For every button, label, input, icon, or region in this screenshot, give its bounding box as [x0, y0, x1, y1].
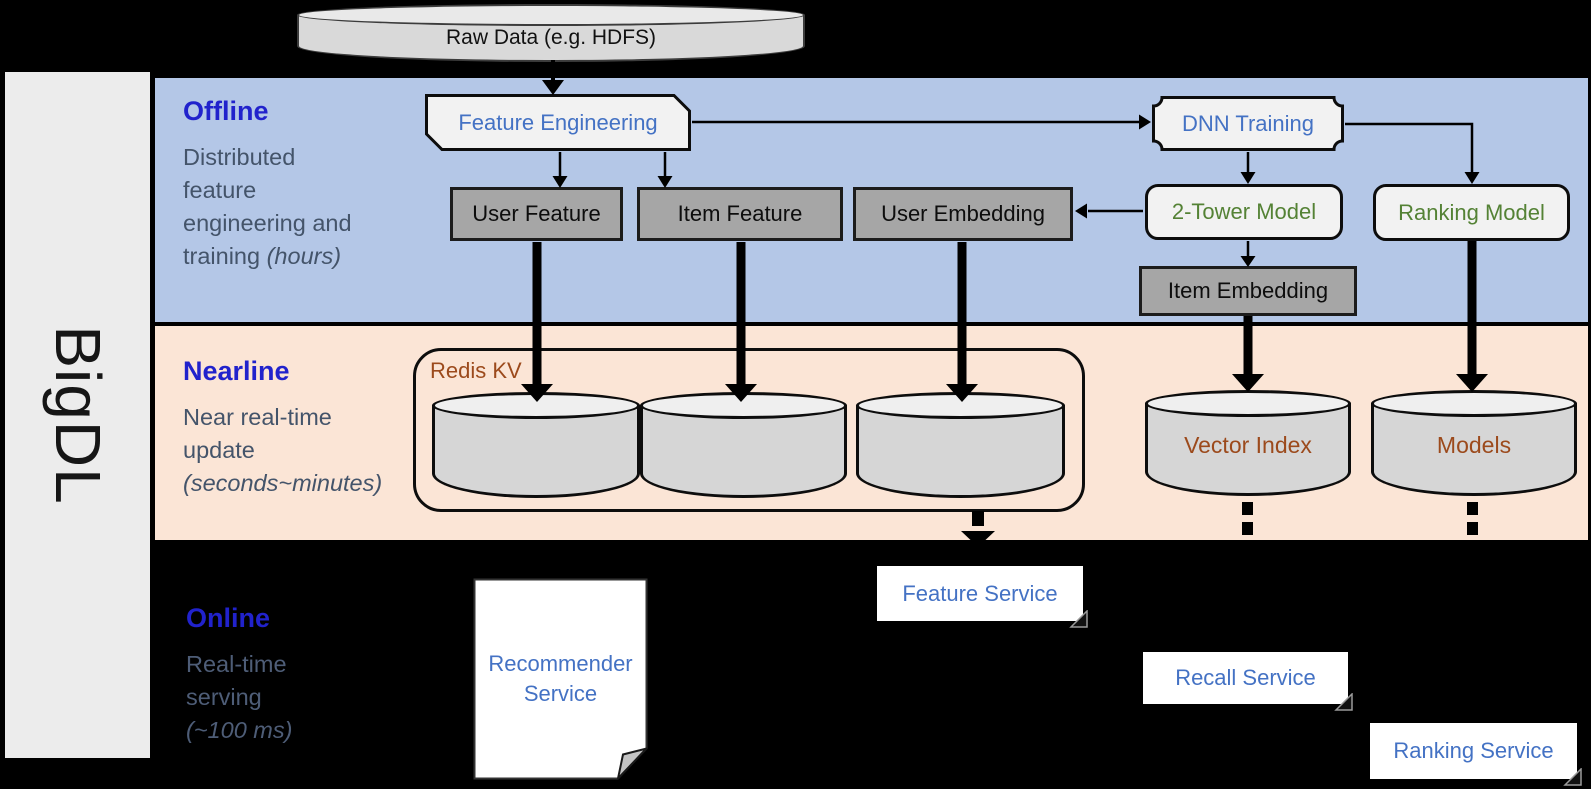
feature-engineering-label: Feature Engineering — [458, 109, 658, 135]
cylinder-top — [640, 392, 847, 419]
redis-shard-cylinder — [640, 392, 847, 498]
cylinder-top — [1145, 390, 1351, 417]
nearline-section-label: Nearline — [183, 356, 290, 386]
user-feature-label: User Feature — [472, 201, 601, 226]
two-tower-model-node: 2-Tower Model — [1145, 184, 1343, 240]
nearline-desc-italic: (seconds~minutes) — [183, 470, 383, 496]
offline-desc-line: Distributed — [183, 144, 296, 170]
offline-section-label: Offline — [183, 96, 269, 126]
user-embedding-label: User Embedding — [881, 201, 1045, 226]
bigdl-brand-label: BigDL — [41, 325, 114, 505]
offline-desc-line: training (hours) — [183, 240, 352, 273]
online-desc-line: (~100 ms) — [186, 714, 292, 747]
feature-service-label: Feature Service — [902, 580, 1058, 606]
redis-shard-cylinder — [856, 392, 1065, 498]
redis-kv-container — [413, 348, 1085, 512]
recommender-service-node: Recommender Service — [473, 578, 650, 782]
vector-index-label: Vector Index — [1184, 432, 1312, 458]
dnn-training-label: DNN Training — [1181, 110, 1315, 136]
user-feature-node: User Feature — [450, 187, 623, 241]
cylinder-body — [856, 405, 1065, 498]
folded-corner — [616, 746, 650, 782]
feature-engineering-node: Feature Engineering — [425, 94, 691, 151]
ranking-model-label: Ranking Model — [1398, 199, 1545, 225]
recall-service-node: Recall Service — [1143, 652, 1353, 711]
bigdl-sidebar: BigDL — [5, 72, 150, 758]
raw-data-store: Raw Data (e.g. HDFS) — [297, 4, 805, 62]
cylinder-top — [856, 392, 1065, 419]
document-shape — [473, 578, 650, 782]
feature-engineering-shape — [425, 94, 691, 151]
vector-index-store: Vector Index — [1145, 390, 1351, 496]
models-store: Models — [1371, 390, 1577, 496]
cylinder-top — [1371, 390, 1577, 417]
feature-service-node: Feature Service — [877, 566, 1088, 628]
raw-data-label: Raw Data (e.g. HDFS) — [445, 26, 657, 49]
online-description: Real-time serving (~100 ms) — [186, 648, 292, 747]
cylinder-top — [432, 392, 640, 419]
recommender-label-line: Recommender — [488, 651, 633, 676]
nearline-desc-line: Near real-time — [183, 404, 332, 430]
dnn-training-shape — [1152, 96, 1344, 151]
folded-corner — [1334, 693, 1353, 711]
redis-shard-cylinder — [432, 392, 640, 498]
offline-desc-line: feature — [183, 177, 257, 203]
cylinder-body — [640, 405, 847, 498]
item-embedding-node: Item Embedding — [1139, 266, 1357, 316]
item-embedding-label: Item Embedding — [1167, 278, 1329, 303]
item-feature-label: Item Feature — [677, 201, 803, 226]
nearline-desc-line: (seconds~minutes) — [183, 467, 382, 500]
online-section-label: Online — [186, 603, 271, 633]
ranking-model-node: Ranking Model — [1373, 184, 1570, 241]
folded-corner — [1069, 610, 1088, 628]
online-desc-italic: (~100 ms) — [186, 717, 293, 743]
online-desc-line: Real-time — [186, 651, 287, 677]
raw-data-cylinder-top — [297, 4, 805, 26]
cylinder-body — [1145, 403, 1351, 496]
offline-desc-tail: training — [183, 243, 267, 269]
offline-desc-line: engineering and — [183, 210, 352, 236]
item-feature-node: Item Feature — [637, 187, 843, 241]
folded-corner — [1563, 768, 1582, 786]
ranking-service-node: Ranking Service — [1370, 723, 1582, 786]
ranking-service-label: Ranking Service — [1393, 738, 1554, 763]
nearline-description: Near real-time update (seconds~minutes) — [183, 401, 382, 500]
recall-service-label: Recall Service — [1175, 665, 1316, 690]
nearline-desc-line: update — [183, 437, 255, 463]
recommender-service-label: Recommender Service — [473, 578, 648, 780]
recommender-label-line: Service — [523, 681, 598, 706]
models-label: Models — [1436, 432, 1512, 458]
offline-description: Distributed feature engineering and trai… — [183, 141, 352, 273]
cylinder-body — [1371, 403, 1577, 496]
offline-desc-italic: (hours) — [266, 243, 342, 269]
two-tower-model-label: 2-Tower Model — [1171, 199, 1317, 224]
cylinder-body — [432, 405, 640, 498]
online-desc-line: serving — [186, 684, 262, 710]
dnn-training-node: DNN Training — [1152, 96, 1344, 151]
redis-kv-label: Redis KV — [430, 358, 522, 383]
user-embedding-node: User Embedding — [853, 187, 1073, 241]
